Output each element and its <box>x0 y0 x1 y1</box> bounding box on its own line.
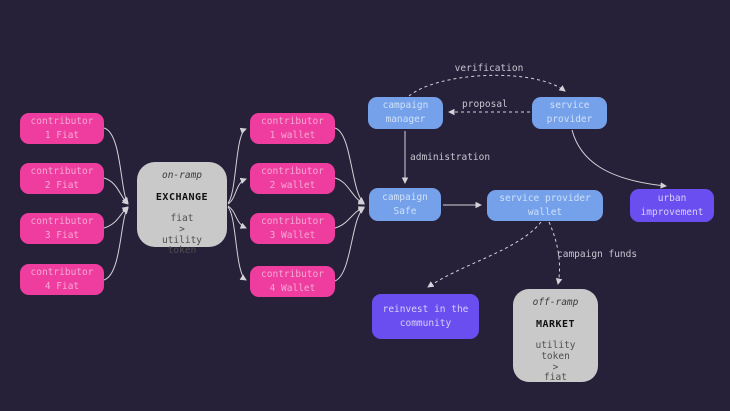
market-offramp-label: off-ramp <box>532 297 579 308</box>
edge-label-verification: verification <box>454 63 524 74</box>
node-campaign-safe: campaign Safe <box>369 188 441 221</box>
dashed-edges <box>408 74 566 288</box>
node-reinvest-in-the-community: reinvest in the community <box>372 294 479 339</box>
edge-wallet1-to-safe <box>334 127 365 204</box>
node-contributor-4-wallet: contributor 4 Wallet <box>250 266 335 297</box>
node-urban-improvement: urban improvement <box>630 189 714 222</box>
edge-exchange-to-wallet1 <box>227 127 247 204</box>
edge-label-administration: administration <box>410 152 491 163</box>
node-market: off-ramp MARKET utility token > fiat <box>513 289 598 384</box>
edge-wallet3-to-safe <box>334 206 365 229</box>
edge-wallet4-to-safe <box>334 207 365 282</box>
edge-exchange-to-wallet4 <box>227 206 247 281</box>
node-campaign-manager: campaign manager <box>368 97 443 129</box>
edge-spwallet-to-reinvest <box>427 221 542 288</box>
node-contributor-2-fiat: contributor 2 Fiat <box>20 163 104 194</box>
node-service-provider-wallet: service provider wallet <box>487 190 603 221</box>
exchange-conversion-text: fiat > utility token <box>161 213 203 257</box>
node-contributor-4-fiat: contributor 4 Fiat <box>20 264 104 295</box>
node-contributor-1-fiat: contributor 1 Fiat <box>20 113 104 144</box>
solid-edges <box>103 127 667 282</box>
market-title: MARKET <box>535 318 576 330</box>
edge-fiat4-to-exchange <box>103 207 129 281</box>
node-exchange: on-ramp EXCHANGE fiat > utility token <box>137 162 227 256</box>
node-contributor-1-wallet: contributor 1 wallet <box>250 113 335 144</box>
node-service-provider: service provider <box>532 97 607 129</box>
edge-verification <box>408 74 566 97</box>
node-contributor-3-wallet: contributor 3 Wallet <box>250 213 335 244</box>
edge-label-campaign-funds: campaign funds <box>557 249 638 260</box>
exchange-title: EXCHANGE <box>155 191 209 203</box>
node-contributor-3-fiat: contributor 3 Fiat <box>20 213 104 244</box>
edge-label-proposal: proposal <box>462 99 508 110</box>
edge-exchange-to-wallet3 <box>227 205 247 229</box>
exchange-onramp-label: on-ramp <box>161 170 203 181</box>
edge-provider-to-urban <box>571 129 667 189</box>
edge-spwallet-to-market <box>548 221 563 285</box>
market-conversion-text: utility token > fiat <box>535 340 576 384</box>
edge-exchange-to-wallet2 <box>227 177 247 205</box>
edge-fiat1-to-exchange <box>103 127 129 204</box>
edge-fiat2-to-exchange <box>103 177 129 205</box>
edge-wallet2-to-safe <box>334 177 365 205</box>
node-contributor-2-wallet: contributor 2 wallet <box>250 163 335 194</box>
